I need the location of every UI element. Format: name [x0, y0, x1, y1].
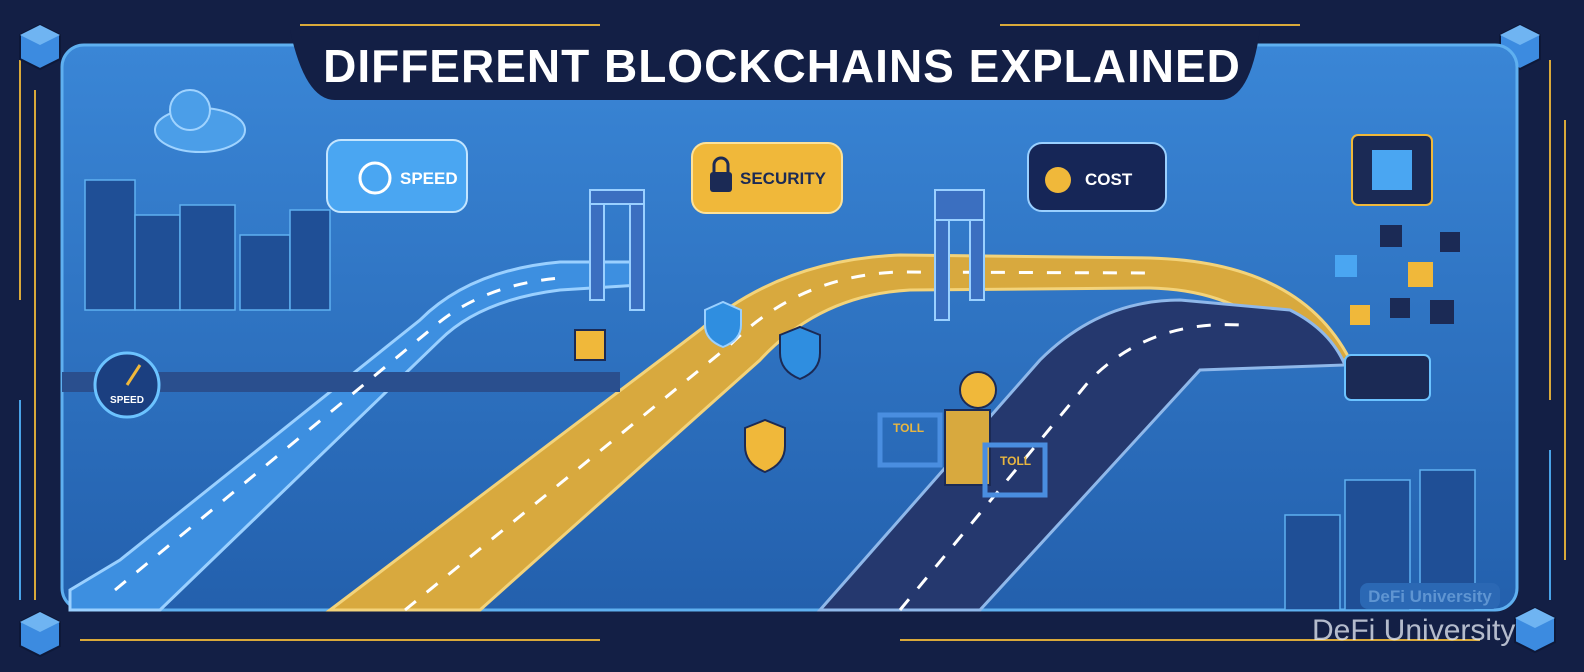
percent-coin-icon [959, 371, 997, 409]
svg-text:COST: COST [1085, 170, 1133, 189]
city-skyline-left [84, 179, 331, 311]
side-road [62, 372, 620, 392]
svg-text:SPEED: SPEED [400, 169, 458, 188]
page-title: DIFFERENT BLOCKCHAINS EXPLAINED [323, 40, 1241, 92]
toll-booth: TOLL TOLL [877, 371, 1048, 498]
watermark-panel-box [1360, 583, 1500, 609]
speedometer-icon [358, 161, 392, 195]
block-cubes [1335, 225, 1460, 325]
coins-icon [1045, 167, 1071, 193]
svg-text:SECURITY: SECURITY [740, 169, 827, 188]
security-bubble: SECURITY [691, 142, 843, 214]
circuit-frame [19, 24, 1566, 641]
gates [589, 189, 985, 321]
speed-bubble: SPEED [326, 139, 468, 213]
title-tab [290, 30, 1260, 100]
speed-gauge: SPEED [93, 351, 161, 419]
svg-text:TOLL: TOLL [893, 421, 924, 435]
padlock-icon [710, 172, 732, 192]
processor-chip-icon [1344, 134, 1433, 401]
cost-bubble: COST [1027, 142, 1167, 212]
svg-text:SPEED: SPEED [110, 395, 144, 406]
svg-text:TOLL: TOLL [1000, 454, 1031, 468]
cost-road [816, 298, 1348, 612]
cloud-icon [154, 89, 246, 153]
watermark-overlay: DeFi University [1312, 614, 1515, 647]
watermark-panel: DeFi University [1368, 587, 1492, 606]
security-icons [574, 300, 821, 474]
